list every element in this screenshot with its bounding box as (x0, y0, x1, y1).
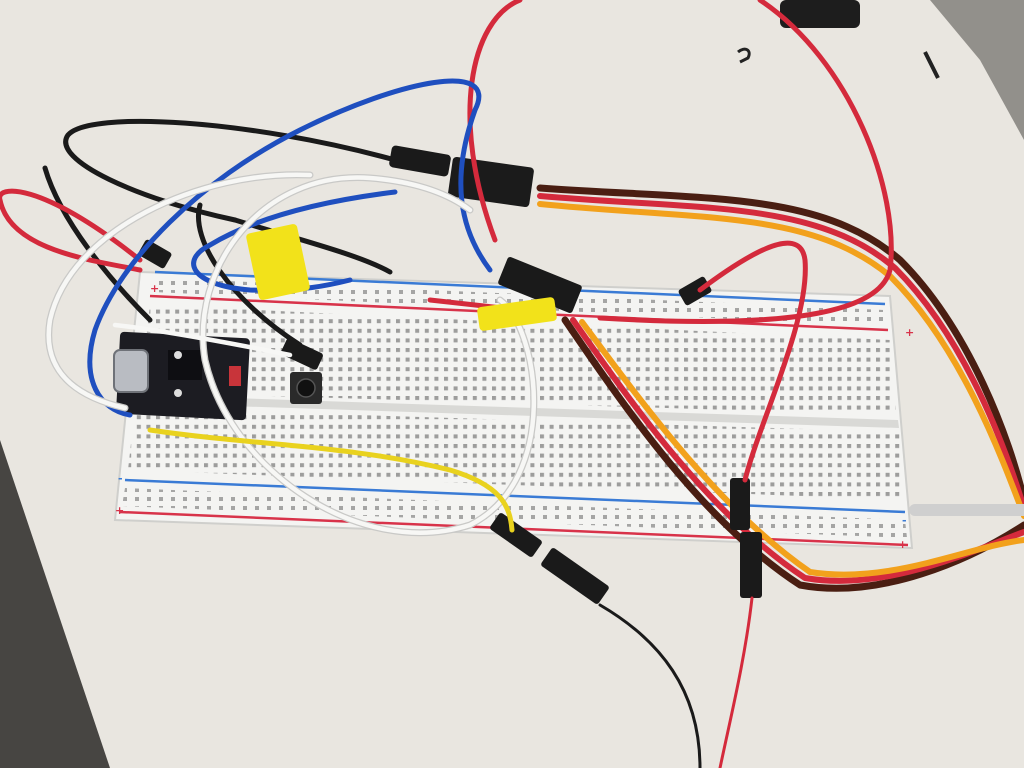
black-jumper-plug-1 (389, 145, 451, 177)
bottom-blue-rail-line (124, 478, 906, 514)
yellow-tape-left (246, 224, 310, 300)
black-jumper-plug-3 (281, 338, 323, 370)
blue-wire-1 (87, 78, 493, 418)
rail-plus-top-left: + (150, 282, 159, 295)
upper-terminal-holes (140, 305, 896, 415)
servo-wire-orange (537, 201, 1024, 519)
yellow-tape-center (477, 297, 557, 331)
black-wire-3 (42, 165, 153, 323)
servo-lower-brown (561, 316, 1024, 592)
white-wire-short (112, 322, 293, 358)
rail-plus-bottom-left: + (115, 504, 124, 517)
tactile-button-icon (290, 372, 322, 404)
usb-c-port (113, 349, 149, 393)
black-jumper-plug-7 (730, 478, 750, 530)
rail-minus-bottom-right: - (902, 514, 907, 527)
mcu-chip (168, 350, 202, 380)
black-wire-1 (63, 118, 398, 223)
yellow-wire (147, 427, 515, 533)
black-wires (42, 118, 762, 768)
mcu-button-b (174, 351, 182, 359)
black-jumper-plug-6 (678, 276, 712, 306)
dark-table-corner (0, 440, 110, 768)
white-wire-left-face (46, 172, 313, 411)
black-jumper-plug-8 (740, 532, 762, 598)
red-wire-left (0, 188, 143, 273)
rail-minus-bottom-left: - (118, 472, 123, 485)
servo-lower-orange (579, 319, 1024, 578)
black-jumper-plug-9 (498, 257, 582, 313)
white-wires (45, 171, 1024, 537)
lower-terminal-holes (128, 408, 904, 500)
small-clip-top-a (737, 47, 751, 64)
small-clip-top-b (923, 51, 940, 79)
center-channel (138, 395, 899, 428)
rail-plus-bottom-right: + (898, 538, 907, 551)
white-wire-big-loop-face (200, 175, 536, 535)
black-wire-2 (232, 217, 393, 275)
mcu-led (229, 366, 241, 386)
black-object-top (780, 0, 860, 28)
dark-edge-top-right (930, 0, 1024, 140)
red-wire-jumper (697, 240, 808, 483)
servo-wire-brown (536, 184, 1024, 504)
black-jumper-plug-4 (490, 513, 542, 557)
black-jumper-plug-5 (541, 548, 609, 604)
black-wire-lead (598, 603, 702, 768)
rail-plus-top-right: + (905, 326, 914, 339)
servo-connector (448, 157, 534, 207)
red-wire-lead (718, 596, 754, 768)
mcu-button-a (174, 389, 182, 397)
